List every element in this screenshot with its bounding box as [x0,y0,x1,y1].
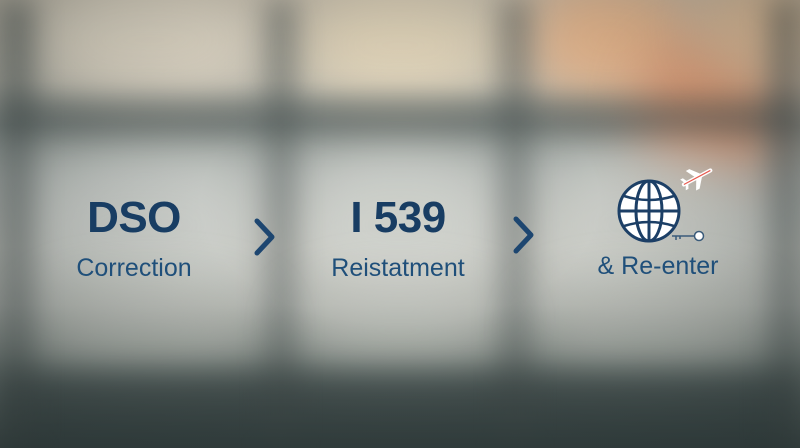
step-travel-reenter: & Re-enter [578,160,738,280]
step-dso-correction: DSO Correction [50,193,218,283]
chevron-right-icon [254,218,275,256]
step-i539-reinstatement: I 539 Reistatment [318,193,478,283]
globe-icon [617,179,681,243]
step-subtitle: & Re-enter [597,252,719,280]
step-subtitle: Correction [76,254,192,282]
airplane-icon [680,168,713,191]
travel-illustration [578,160,738,246]
key-icon [672,230,705,242]
step-subtitle: Reistatment [331,254,465,282]
chevron-right-icon [513,216,534,254]
step-title: DSO [87,193,181,242]
step-title: I 539 [350,193,446,242]
